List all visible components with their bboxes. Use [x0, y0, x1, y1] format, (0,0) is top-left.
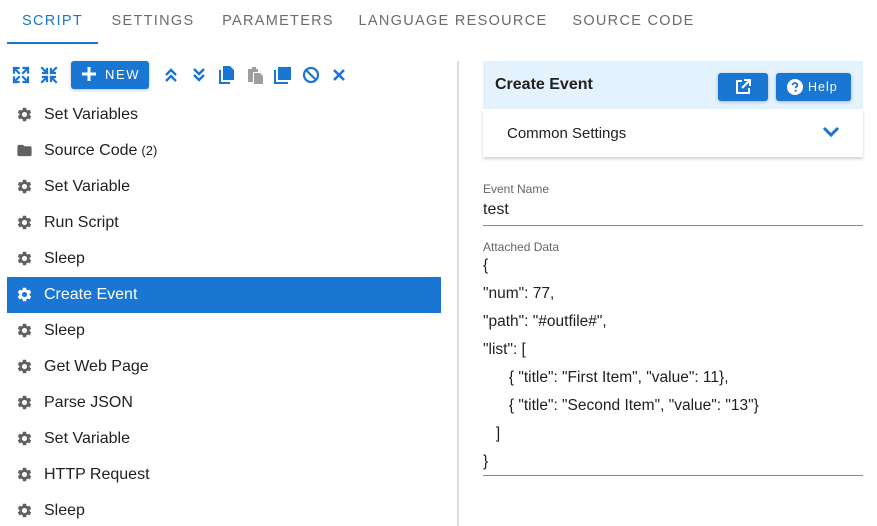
attached-data-line: "path": "#outfile#", — [483, 313, 607, 330]
gear-icon — [16, 322, 33, 339]
open-in-new-button[interactable] — [718, 73, 768, 101]
tab-settings[interactable]: SETTINGS — [111, 13, 195, 29]
gear-icon — [16, 466, 33, 483]
tree-item[interactable]: Sleep — [7, 313, 441, 349]
tab-language-resource[interactable]: LANGUAGE RESOURCE — [358, 13, 548, 29]
collapse-all-icon[interactable] — [39, 65, 59, 85]
tree-item[interactable]: Set Variables — [7, 97, 441, 133]
panel-header: Create Event Help — [483, 61, 863, 109]
paste-icon[interactable] — [245, 65, 265, 85]
new-button-label: NEW — [105, 67, 141, 82]
attached-data-line: ] — [483, 425, 501, 442]
gear-icon — [16, 502, 33, 519]
attached-data-line: { "title": "Second Item", "value": "13"} — [483, 397, 759, 414]
common-settings-expander[interactable]: Common Settings — [483, 109, 863, 157]
tab-bar: SCRIPT SETTINGS PARAMETERS LANGUAGE RESO… — [0, 0, 877, 46]
plus-icon — [82, 67, 96, 81]
tree-item-label: Get Web Page — [44, 358, 149, 375]
disable-icon[interactable] — [301, 65, 321, 85]
event-name-label: Event Name — [483, 182, 550, 196]
tree-item[interactable]: Set Variable — [7, 421, 441, 457]
child-count: (2) — [141, 143, 158, 158]
tree-item-label: Set Variable — [44, 430, 130, 447]
tree-item-label: Sleep — [44, 502, 85, 519]
common-settings-label: Common Settings — [507, 125, 627, 142]
tree-item-folder[interactable]: Source Code(2) — [7, 133, 441, 169]
tab-script[interactable]: SCRIPT — [22, 13, 83, 29]
tree-item-label: Sleep — [44, 250, 85, 267]
open-in-new-icon — [736, 79, 751, 94]
new-button[interactable]: NEW — [71, 61, 149, 89]
event-name-field[interactable]: test — [483, 201, 509, 218]
tree-item-label: Run Script — [44, 214, 119, 231]
tab-parameters[interactable]: PARAMETERS — [222, 13, 334, 29]
attached-data-label: Attached Data — [483, 240, 560, 254]
tree-item-label: Set Variables — [44, 106, 138, 123]
attached-data-line: } — [483, 453, 489, 470]
folder-icon — [16, 142, 33, 159]
help-button[interactable]: Help — [776, 73, 851, 101]
attached-data-line: "list": [ — [483, 341, 526, 358]
tree-item-label: Source Code(2) — [44, 142, 158, 159]
tree-item-selected[interactable]: Create Event — [7, 277, 441, 313]
help-circle-icon — [787, 79, 803, 95]
delete-icon[interactable] — [329, 65, 349, 85]
panel-title: Create Event — [495, 76, 593, 93]
script-tree: Set Variables Source Code(2) Set Variabl… — [7, 97, 441, 526]
gear-icon — [16, 358, 33, 375]
gear-icon — [16, 178, 33, 195]
help-button-label: Help — [808, 80, 838, 94]
gear-icon — [16, 106, 33, 123]
tree-item[interactable]: Run Script — [7, 205, 441, 241]
gear-icon — [16, 250, 33, 267]
attached-data-line: { — [483, 257, 489, 274]
gear-icon — [16, 394, 33, 411]
tree-item[interactable]: Sleep — [7, 493, 441, 526]
duplicate-icon[interactable] — [273, 65, 293, 85]
script-toolbar: NEW — [7, 61, 447, 89]
active-tab-indicator — [7, 42, 98, 44]
tree-item[interactable]: HTTP Request — [7, 457, 441, 493]
attached-data-underline — [483, 475, 863, 476]
tab-source-code[interactable]: SOURCE CODE — [572, 13, 695, 29]
tree-item-label: HTTP Request — [44, 466, 150, 483]
attached-data-line: { "title": "First Item", "value": 11}, — [483, 369, 729, 386]
tree-item[interactable]: Sleep — [7, 241, 441, 277]
event-name-underline — [483, 225, 863, 226]
tree-item-label: Parse JSON — [44, 394, 133, 411]
gear-icon — [16, 286, 33, 303]
chevron-down-icon — [822, 126, 840, 138]
copy-icon[interactable] — [217, 65, 237, 85]
pane-divider[interactable] — [457, 61, 459, 526]
tree-item[interactable]: Parse JSON — [7, 385, 441, 421]
tree-item-label: Create Event — [44, 286, 138, 303]
tree-item[interactable]: Get Web Page — [7, 349, 441, 385]
gear-icon — [16, 214, 33, 231]
expand-all-icon[interactable] — [11, 65, 31, 85]
tree-item[interactable]: Set Variable — [7, 169, 441, 205]
move-up-icon[interactable] — [161, 65, 181, 85]
move-down-icon[interactable] — [189, 65, 209, 85]
gear-icon — [16, 430, 33, 447]
tree-item-label: Sleep — [44, 322, 85, 339]
attached-data-line: "num": 77, — [483, 285, 555, 302]
tree-item-label: Set Variable — [44, 178, 130, 195]
